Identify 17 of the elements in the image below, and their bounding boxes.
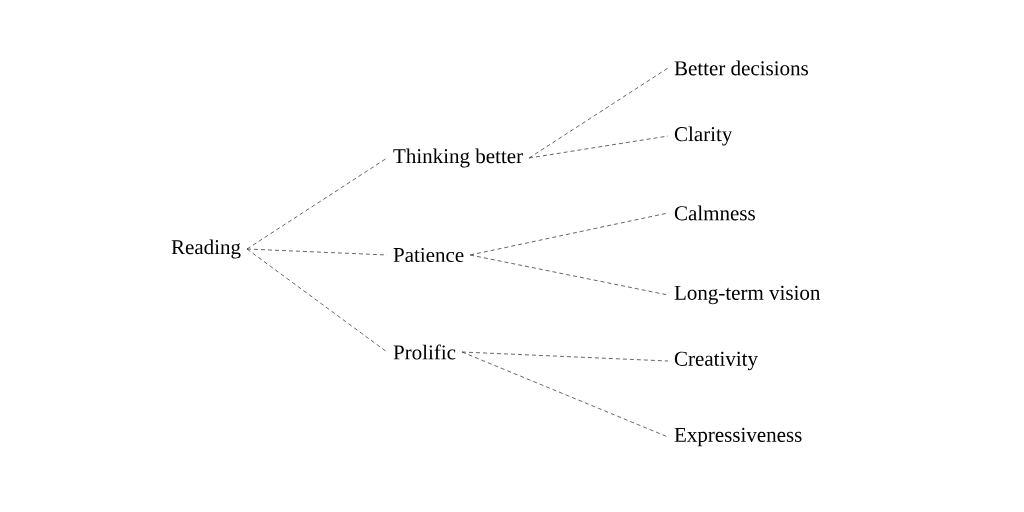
node-label: Better decisions [674, 60, 808, 76]
connector-line [528, 67, 669, 159]
connector-line [461, 351, 669, 362]
connector-line [461, 351, 669, 438]
node-label: Long-term vision [674, 285, 821, 305]
node-label: Calmness [674, 205, 755, 221]
node-label: Expressiveness [674, 427, 802, 447]
node-label: Reading [171, 239, 241, 259]
connector-line [246, 248, 388, 256]
node-label: Creativity [674, 351, 758, 371]
node-label: Patience [393, 247, 464, 263]
connector-line [528, 135, 669, 159]
connector-line [246, 157, 388, 250]
node-label: Prolific [393, 344, 456, 360]
node-label: Clarity [674, 126, 733, 146]
node-label: Thinking better [393, 148, 523, 168]
connector-line [246, 248, 388, 353]
